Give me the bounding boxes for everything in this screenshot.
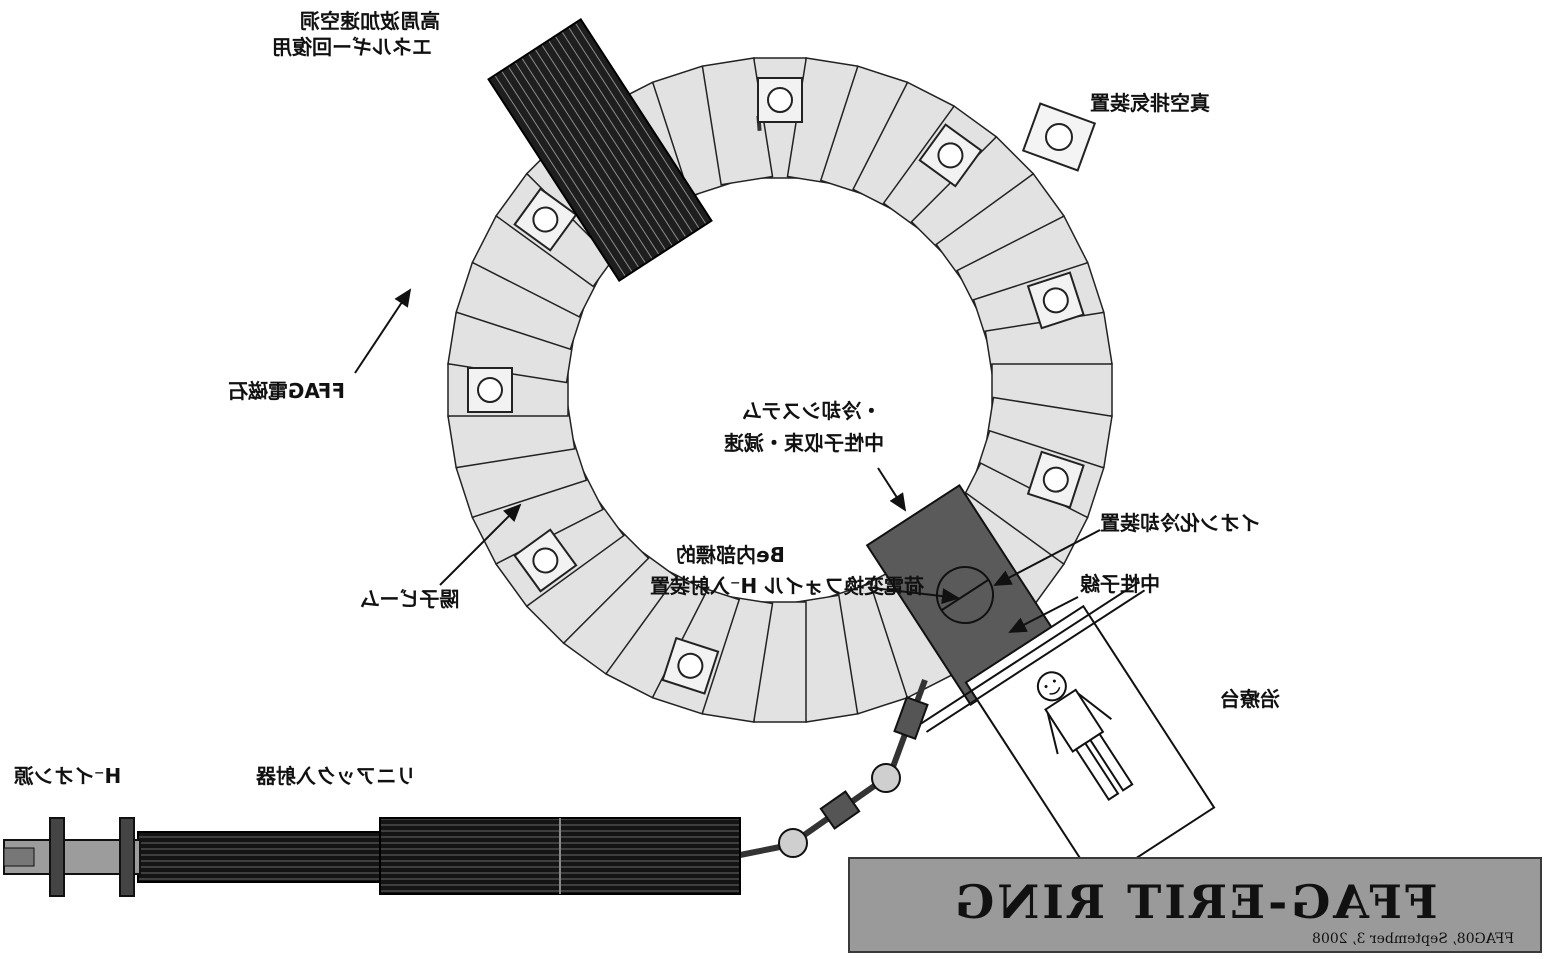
label-neutron-beam: 中性子線 [1080, 572, 1160, 596]
rf-cavity [487, 18, 713, 282]
label-vacuum-exhaust: 真空排気装置 [1090, 91, 1210, 115]
label-energy-recovery-0: エネルギー回復用 [272, 35, 432, 59]
linac-injector [137, 817, 741, 895]
treatment-room [920, 581, 1216, 886]
cell-box [513, 187, 578, 252]
cell-box [757, 77, 803, 123]
injection-line [739, 678, 929, 858]
cell-box [1026, 271, 1085, 330]
label-linac: リニアック入射器 [256, 764, 416, 788]
banner-subtitle: FFAG08, September 3, 2008 [1311, 931, 1514, 947]
title-banner: FFAG-ERIT RING FFAG08, September 3, 2008 [848, 857, 1542, 953]
cell-box [1026, 450, 1085, 509]
label-be-target: Be内部標的 [676, 543, 785, 567]
label-neutron-collection-1: 中性子収束・減速 [724, 431, 884, 455]
label-energy-recovery-1: 高周波加速空洞 [300, 9, 440, 33]
label-patient-bed: 治療台 [1220, 687, 1280, 711]
banner-title: FFAG-ERIT RING [952, 875, 1438, 929]
label-ionization-cooling: イオン化冷却装置 [1100, 511, 1260, 535]
cell-box [513, 528, 578, 593]
label-proton-beam: 陽子ビーム [360, 587, 460, 611]
cell-box [918, 123, 983, 188]
cell-box [661, 636, 720, 695]
vacuum-pump [1021, 102, 1097, 172]
label-h-injection: H⁻入射装置 荷電変換フォイル [650, 574, 925, 598]
annotation-arrows [354, 288, 1101, 633]
label-neutron-collection-0: ・冷却システム [742, 399, 882, 423]
label-h-ion-source: H⁻イオン源 [14, 764, 122, 788]
cell-box [467, 367, 513, 413]
h-ion-source [3, 817, 141, 897]
label-ffag-magnet: FFAG電磁石 [228, 379, 345, 403]
